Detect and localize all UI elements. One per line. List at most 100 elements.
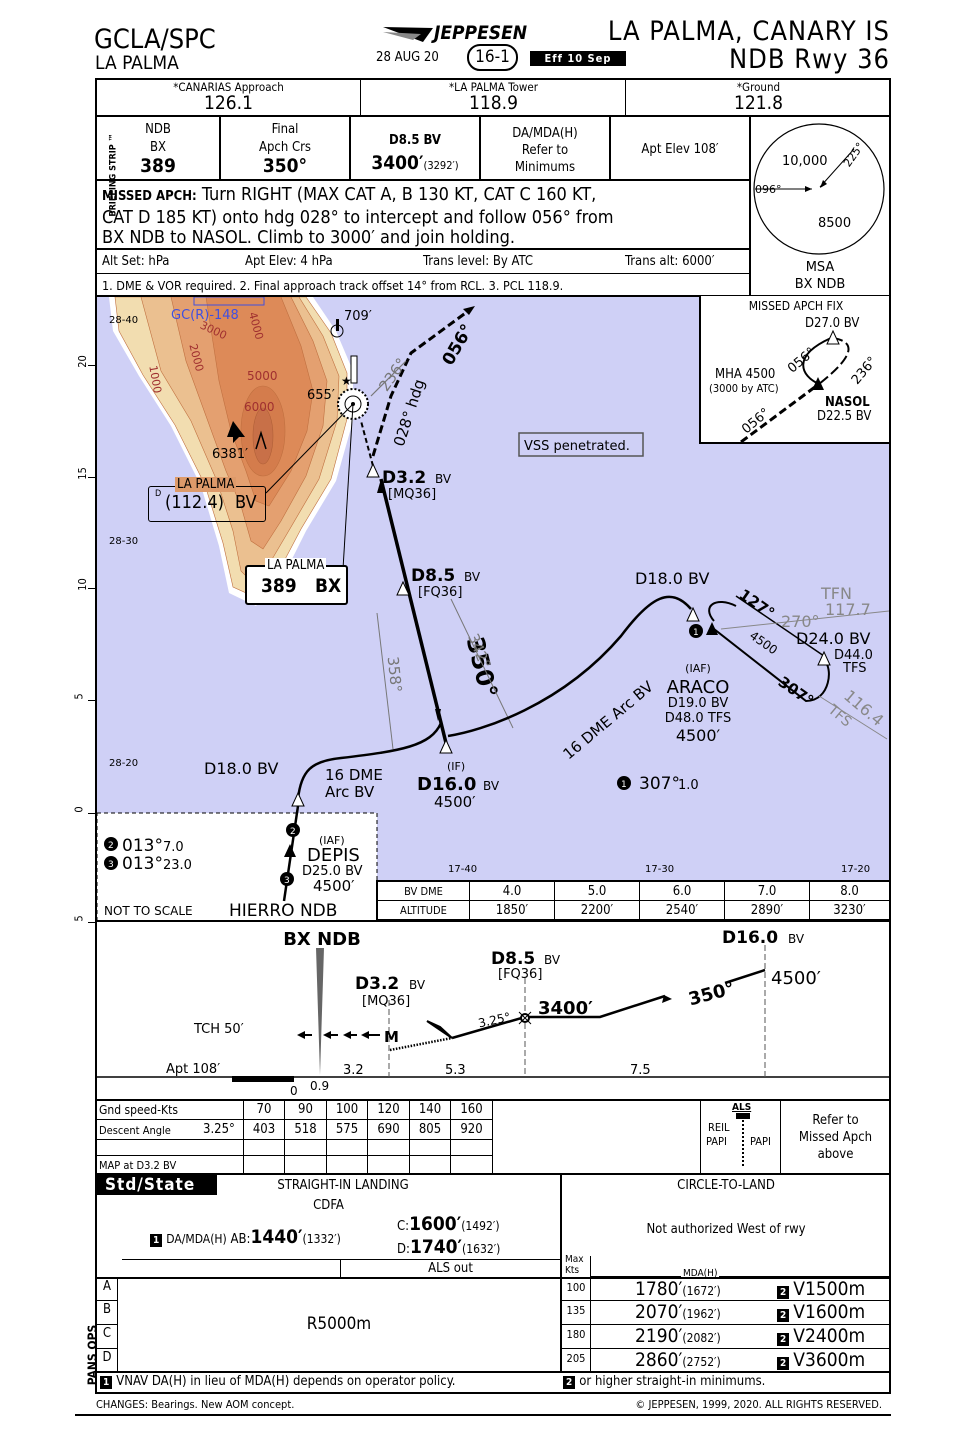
descent-empty-cell xyxy=(244,1140,285,1156)
note-1-badge: 1 xyxy=(150,1234,163,1247)
cat-d-height: (1632′) xyxy=(462,1242,501,1256)
araco-dme-tfs: D48.0 TFS xyxy=(665,711,732,726)
if-nav: BV xyxy=(483,779,500,793)
vss-note: VSS penetrated. xyxy=(524,439,630,454)
refer-line-3: above xyxy=(817,1147,854,1162)
faf-cross-icon xyxy=(518,1011,532,1025)
note-2-icon: 2 xyxy=(108,841,114,851)
descent-empty-cell xyxy=(451,1140,493,1156)
descent-empty-cell xyxy=(368,1156,410,1174)
peak-elevation: 6381′ xyxy=(212,447,248,462)
cat-ab-height: (1332′) xyxy=(302,1232,341,1246)
cat-ab-altitude: 1440′ xyxy=(250,1226,303,1248)
profile-d85-code: [FQ36] xyxy=(498,967,542,982)
row-divider xyxy=(95,1348,117,1349)
papi-right-label: PAPI xyxy=(750,1135,771,1148)
inset-d225: D22.5 BV xyxy=(817,409,872,424)
grid-tick xyxy=(88,813,96,814)
straight-in-heading: STRAIGHT-IN LANDING xyxy=(277,1178,409,1193)
lon-1740: 17-40 xyxy=(448,864,477,875)
note-1-marker-icon: 1 xyxy=(693,628,699,638)
d24-fix: D24.0 BV xyxy=(796,629,871,648)
inset-nasol: NASOL xyxy=(825,395,870,410)
note-2-marker-icon: 2 xyxy=(290,827,296,837)
obstacle-709: 709′ xyxy=(344,309,372,324)
lat-2840: 28-40 xyxy=(109,315,138,326)
nasol-fix-icon xyxy=(812,377,824,390)
grid-tick xyxy=(88,477,96,478)
depis-dme: D25.0 BV xyxy=(302,864,363,879)
trans-level: Trans level: By ATC xyxy=(423,254,534,269)
profile-bx-ndb: BX NDB xyxy=(283,929,361,950)
refer-line-2: Missed Apch xyxy=(798,1130,873,1145)
refer-line-1: Refer to xyxy=(812,1113,859,1128)
vor-ident: BV xyxy=(235,492,257,513)
briefing-notes: 1. DME & VOR required. 2. Final approach… xyxy=(102,278,564,293)
da-label: DA/MDA(H) xyxy=(166,1232,227,1246)
terrain xyxy=(109,297,353,606)
circle-visibility-value: V3600m xyxy=(793,1349,866,1371)
note-1-icon: 1 xyxy=(621,780,627,790)
apt-elev-hpa: Apt Elev: 4 hPa xyxy=(245,254,333,269)
faf-fix: D8.5 BV xyxy=(389,133,441,148)
d18-east: D18.0 BV xyxy=(635,569,710,588)
final-course: 350° xyxy=(262,155,308,177)
profile-apt-elev: Apt 108′ xyxy=(166,1062,220,1077)
ndb-freq: 389 xyxy=(140,155,176,177)
contour-1000: 1000 xyxy=(146,364,164,394)
obstacle-icon xyxy=(330,319,344,338)
profile-dist-3: 7.5 xyxy=(630,1063,651,1078)
plan-view-map: GC(R)-148 1000 2000 3000 4000 5000 6000 … xyxy=(97,297,889,921)
comm-frequency: 118.9 xyxy=(469,92,518,114)
jeppesen-logo-icon xyxy=(383,27,433,42)
descent-angle-label: Descent Angle xyxy=(99,1124,171,1137)
vor-name: LA PALMA xyxy=(175,477,237,492)
circle-mda: 2190′(2082′) xyxy=(635,1325,721,1347)
comm-name: *Ground xyxy=(736,80,781,94)
profile-glidepath: 3.25° xyxy=(477,1010,512,1030)
hierro-ndb: HIERRO NDB xyxy=(229,901,337,921)
circle-max-kts: 100 xyxy=(566,1281,586,1294)
if-altitude: 4500′ xyxy=(434,793,476,811)
runway-icon xyxy=(350,355,358,384)
circle-mda-altitude: 2070′ xyxy=(635,1301,683,1323)
dme-altitude: 3230′ xyxy=(810,901,890,920)
contour-5000: 5000 xyxy=(247,369,278,383)
missed-line-1: Turn RIGHT (MAX CAT A, B 130 KT, CAT C 1… xyxy=(201,184,597,205)
descent-rate: 403 xyxy=(244,1120,285,1140)
araco-iaf: (IAF) xyxy=(685,662,711,675)
note-2-badge: 2 xyxy=(777,1309,790,1322)
depis-name: DEPIS xyxy=(307,845,360,866)
apch-crs-label: Apch Crs xyxy=(258,140,312,155)
grid-label: 5 xyxy=(72,693,86,700)
brand-logo: JEPPESEN xyxy=(434,22,528,44)
row-divider xyxy=(562,1300,890,1301)
tfn-freq: 117.7 xyxy=(825,600,871,619)
inset-mha: MHA 4500 xyxy=(715,367,776,382)
arc-west-label-1: 16 DME xyxy=(325,766,383,784)
comm-name: *LA PALMA Tower xyxy=(449,80,538,94)
mdah-label: MDA(H) xyxy=(681,1268,720,1279)
std-state-label: Std/State xyxy=(97,1175,217,1195)
profile-d16-nav: BV xyxy=(788,932,805,946)
radial-270: 270° xyxy=(781,612,820,631)
ground-speed: 100 xyxy=(327,1100,368,1120)
ndb-frequency: 389 xyxy=(261,575,297,597)
descent-empty-cell xyxy=(327,1140,368,1156)
arc-west-label-2: Arc BV xyxy=(325,783,375,801)
profile-d85-nav: BV xyxy=(544,953,561,967)
restricted-area-label: GC(R)-148 xyxy=(171,308,239,323)
circle-not-authorized: Not authorized West of rwy xyxy=(646,1222,806,1237)
category-label: C xyxy=(102,1326,112,1341)
profile-dist-2: 5.3 xyxy=(445,1063,466,1078)
descent-label-cell xyxy=(96,1120,244,1140)
if-tag: (IF) xyxy=(447,760,465,773)
profile-alt-4500: 4500′ xyxy=(771,968,821,989)
footnote-1-badge: 1 xyxy=(100,1376,113,1389)
grid-label: 15 xyxy=(75,467,89,480)
category-divider xyxy=(117,1278,118,1372)
